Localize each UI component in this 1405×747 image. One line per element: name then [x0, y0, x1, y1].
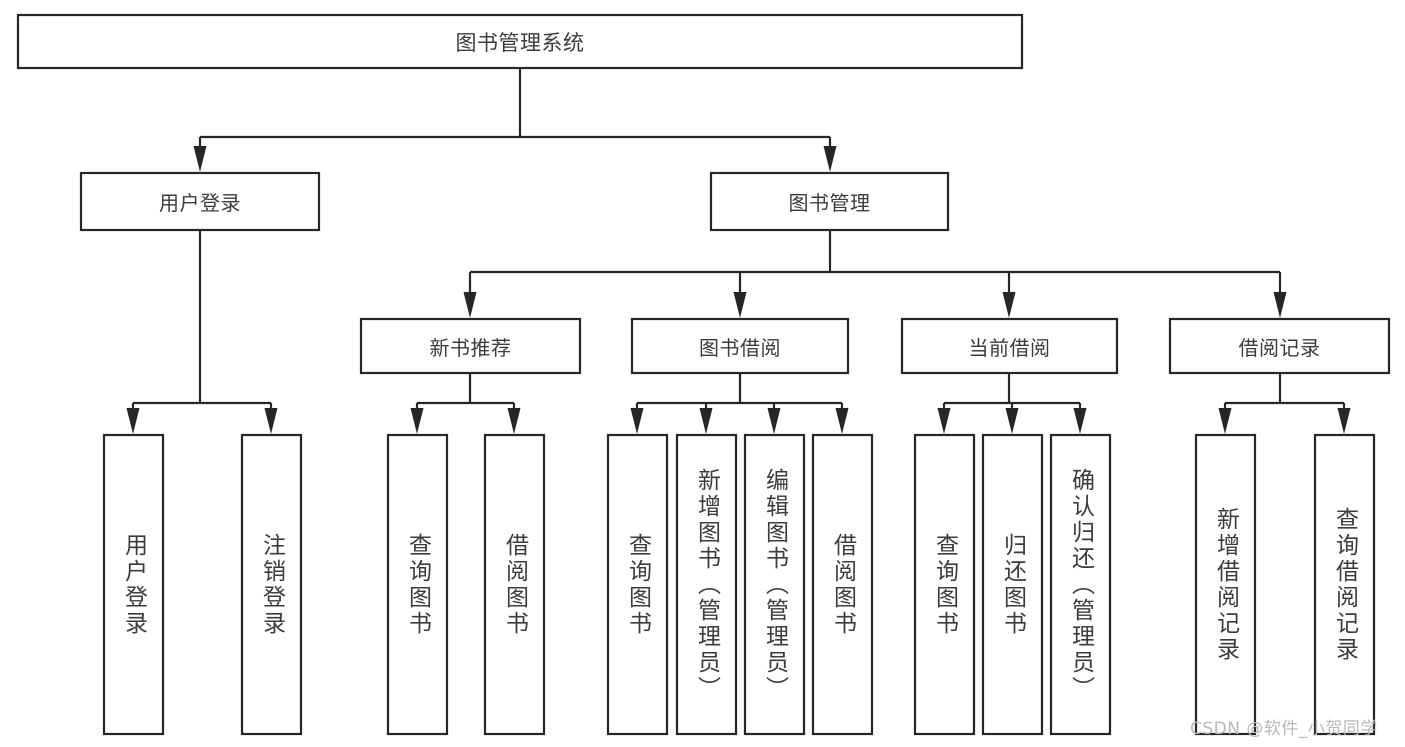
node-level3-0[interactable] — [359, 317, 582, 375]
node-leaf-2[interactable] — [386, 433, 449, 736]
node-leaf-6[interactable] — [743, 433, 806, 736]
watermark-text: CSDN @软件_小贺同学 — [1190, 719, 1378, 739]
leaf-arrow-5-head — [835, 408, 849, 434]
node-level3-3[interactable] — [1168, 317, 1391, 375]
node-leaf-4[interactable] — [606, 433, 669, 736]
leaf-arrow-2-head — [630, 408, 644, 434]
leaf-arrow-3-head — [699, 408, 713, 434]
node-leaf-9[interactable] — [981, 433, 1044, 736]
connector-layer — [126, 68, 1351, 434]
manage-arrow-2-head — [1002, 292, 1016, 318]
manage-arrow-1-head — [733, 292, 747, 318]
node-level3-1[interactable] — [630, 317, 850, 375]
node-level2-0[interactable] — [79, 171, 321, 232]
leaf-arrow-6-head — [937, 408, 951, 434]
manage-arrow-3-head — [1273, 292, 1287, 318]
node-leaf-11[interactable] — [1194, 433, 1257, 736]
login-arrow-0-head — [126, 408, 140, 434]
node-leaf-12[interactable] — [1313, 433, 1376, 736]
leaf-arrow-1-head — [507, 408, 521, 434]
login-arrow-1-head — [264, 408, 278, 434]
node-leaf-3[interactable] — [483, 433, 546, 736]
node-root[interactable] — [16, 13, 1024, 70]
node-leaf-0[interactable] — [102, 433, 165, 736]
node-leaf-7[interactable] — [811, 433, 874, 736]
node-leaf-1[interactable] — [240, 433, 303, 736]
leaf-arrow-0-head — [410, 408, 424, 434]
root-arrow-0-head — [193, 146, 207, 172]
box-layer — [16, 13, 1391, 736]
node-leaf-5[interactable] — [675, 433, 738, 736]
manage-arrow-0-head — [463, 292, 477, 318]
leaf-arrow-10-head — [1337, 408, 1351, 434]
leaf-arrow-4-head — [767, 408, 781, 434]
node-level2-1[interactable] — [709, 171, 950, 232]
node-level3-2[interactable] — [900, 317, 1119, 375]
node-leaf-10[interactable] — [1049, 433, 1112, 736]
leaf-arrow-7-head — [1005, 408, 1019, 434]
root-arrow-1-head — [823, 146, 837, 172]
node-leaf-8[interactable] — [913, 433, 976, 736]
leaf-arrow-9-head — [1218, 408, 1232, 434]
leaf-arrow-8-head — [1073, 408, 1087, 434]
